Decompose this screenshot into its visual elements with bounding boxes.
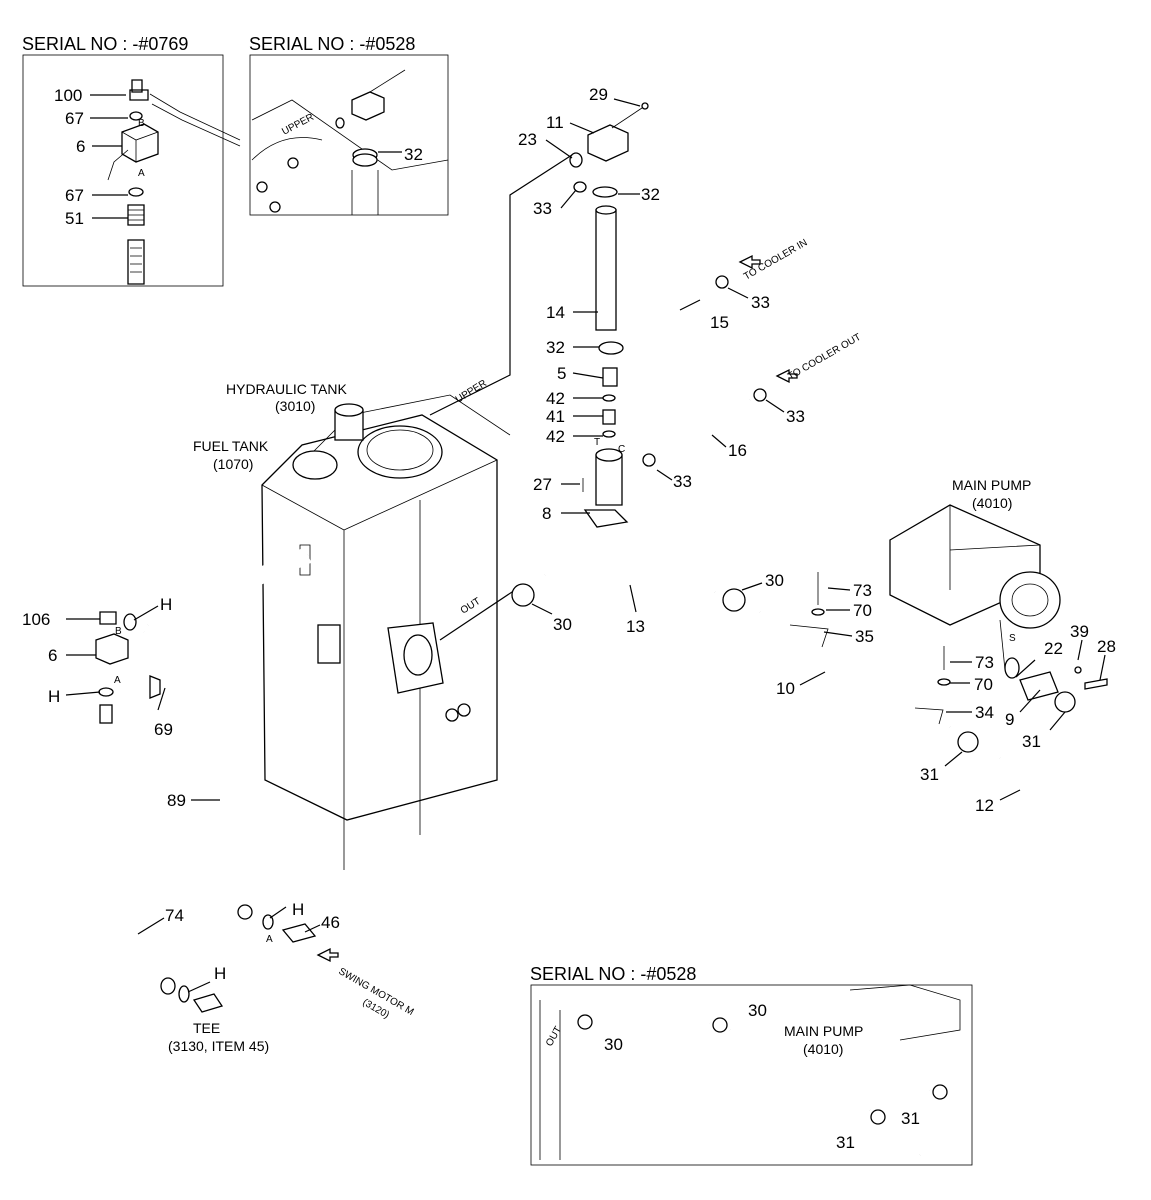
hydraulic-tank-label: HYDRAULIC TANK bbox=[226, 381, 348, 397]
tee-ref: (3130, ITEM 45) bbox=[168, 1038, 269, 1054]
port-c-label: C bbox=[618, 444, 625, 455]
port-t-label: T bbox=[594, 437, 600, 448]
upper-label: UPPER bbox=[280, 112, 316, 138]
callout-51: 51 bbox=[65, 209, 84, 228]
callout-5: 5 bbox=[557, 364, 566, 383]
callout-30: 30 bbox=[553, 615, 572, 634]
callout-42: 42 bbox=[546, 389, 565, 408]
callout-30: 30 bbox=[604, 1035, 623, 1054]
inset-title: SERIAL NO : -#0528 bbox=[249, 34, 415, 54]
callout-32: 32 bbox=[546, 338, 565, 357]
callout-29: 29 bbox=[589, 85, 608, 104]
callout-70: 70 bbox=[853, 601, 872, 620]
hydraulic-tank-code: (3010) bbox=[275, 398, 315, 414]
callout-33: 33 bbox=[533, 199, 552, 218]
callout-69: 69 bbox=[154, 720, 173, 739]
callout-73: 73 bbox=[975, 653, 994, 672]
main-pump-label: MAIN PUMP bbox=[952, 477, 1031, 493]
port-b-label: B bbox=[138, 118, 145, 129]
to-cooler-out: TO COOLER OUT bbox=[786, 332, 863, 383]
port-b-label: B bbox=[115, 626, 122, 637]
callout-31: 31 bbox=[1022, 732, 1041, 751]
main-pump-code: (4010) bbox=[803, 1041, 843, 1057]
callout-10: 10 bbox=[776, 679, 795, 698]
inset-serial-0769: SERIAL NO : -#0769 B A 100 67 6 67 51 bbox=[22, 34, 241, 287]
callout-31: 31 bbox=[836, 1133, 855, 1152]
callout-42: 42 bbox=[546, 427, 565, 446]
callout-8: 8 bbox=[542, 504, 551, 523]
callout-30: 30 bbox=[748, 1001, 767, 1020]
callout-6: 6 bbox=[76, 137, 85, 156]
port-a-label: A bbox=[138, 168, 145, 179]
callout-28: 28 bbox=[1097, 637, 1116, 656]
out-label: OUT bbox=[544, 1025, 564, 1049]
hose-h-label: H bbox=[48, 687, 60, 706]
cooler-line-group: TO COOLER IN TO COOLER OUT C T 29 11 23 … bbox=[518, 85, 863, 528]
callout-31: 31 bbox=[920, 765, 939, 784]
inset-serial-0528-bottom: SERIAL NO : -#0528 OUT MAIN PUMP (4010) … bbox=[530, 964, 973, 1166]
hose-h-label: H bbox=[292, 900, 304, 919]
callout-39: 39 bbox=[1070, 622, 1089, 641]
inset-title: SERIAL NO : -#0769 bbox=[22, 34, 188, 54]
callout-74: 74 bbox=[165, 906, 184, 925]
port-a-label: A bbox=[266, 934, 273, 945]
callout-67: 67 bbox=[65, 186, 84, 205]
port-a-label: A bbox=[114, 675, 121, 686]
callout-73: 73 bbox=[853, 581, 872, 600]
callout-14: 14 bbox=[546, 303, 565, 322]
callout-22: 22 bbox=[1044, 639, 1063, 658]
port-s-label: S bbox=[1009, 633, 1016, 644]
upper-label: UPPER bbox=[454, 378, 489, 406]
callout-33: 33 bbox=[673, 472, 692, 491]
suction-line-group: MAIN PUMP (4010) S 30 13 30 73 70 35 10 … bbox=[511, 477, 1116, 815]
callout-32: 32 bbox=[404, 145, 423, 164]
callout-12: 12 bbox=[975, 796, 994, 815]
tee-label: TEE bbox=[193, 1020, 220, 1036]
callout-67: 67 bbox=[65, 109, 84, 128]
callout-100: 100 bbox=[54, 86, 82, 105]
callout-23: 23 bbox=[518, 130, 537, 149]
fuel-tank-label: FUEL TANK bbox=[193, 438, 269, 454]
callout-16: 16 bbox=[728, 441, 747, 460]
hose-h-label: H bbox=[160, 595, 172, 614]
callout-35: 35 bbox=[855, 627, 874, 646]
callout-33: 33 bbox=[751, 293, 770, 312]
tank-assembly: HYDRAULIC TANK (3010) FUEL TANK (1070) O… bbox=[193, 152, 576, 870]
callout-15: 15 bbox=[710, 313, 729, 332]
main-pump-label: MAIN PUMP bbox=[784, 1023, 863, 1039]
callout-27: 27 bbox=[533, 475, 552, 494]
callout-30: 30 bbox=[765, 571, 784, 590]
callout-70: 70 bbox=[974, 675, 993, 694]
callout-41: 41 bbox=[546, 407, 565, 426]
callout-106: 106 bbox=[22, 610, 50, 629]
callout-34: 34 bbox=[975, 703, 994, 722]
callout-11: 11 bbox=[546, 113, 564, 132]
callout-32: 32 bbox=[641, 185, 660, 204]
callout-31: 31 bbox=[901, 1109, 920, 1128]
callout-6: 6 bbox=[48, 646, 57, 665]
callout-33: 33 bbox=[786, 407, 805, 426]
hose-h-label: H bbox=[214, 964, 226, 983]
fuel-tank-code: (1070) bbox=[213, 456, 253, 472]
inset-title: SERIAL NO : -#0528 bbox=[530, 964, 696, 984]
inset-serial-0528-top: SERIAL NO : -#0528 UPPER 32 bbox=[249, 34, 449, 216]
callout-89: 89 bbox=[167, 791, 186, 810]
callout-46: 46 bbox=[321, 913, 340, 932]
callout-9: 9 bbox=[1005, 710, 1014, 729]
callout-13: 13 bbox=[626, 617, 645, 636]
main-pump-code: (4010) bbox=[972, 495, 1012, 511]
